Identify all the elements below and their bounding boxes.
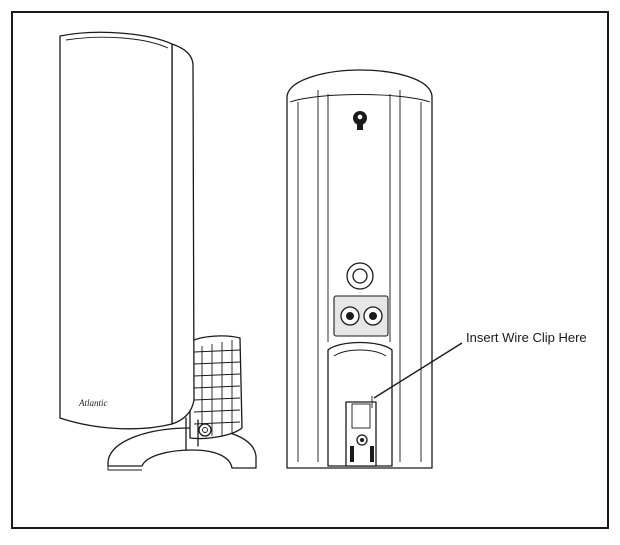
bass-port [346, 262, 374, 290]
callout-label: Insert Wire Clip Here [466, 330, 587, 345]
brand-logo: Atlantic [79, 398, 108, 408]
figure-frame [11, 11, 609, 529]
speaker-rear-view [286, 69, 463, 469]
wire-clip-bracket [327, 341, 393, 467]
stand-base [107, 427, 257, 469]
callout-leader [373, 342, 463, 399]
cabinet-side [171, 43, 195, 425]
speaker-front-view [59, 31, 257, 471]
keyhole-mount [353, 111, 367, 130]
cabinet-front [59, 31, 173, 430]
binding-post-plate [333, 295, 389, 337]
rear-recess [317, 90, 401, 462]
